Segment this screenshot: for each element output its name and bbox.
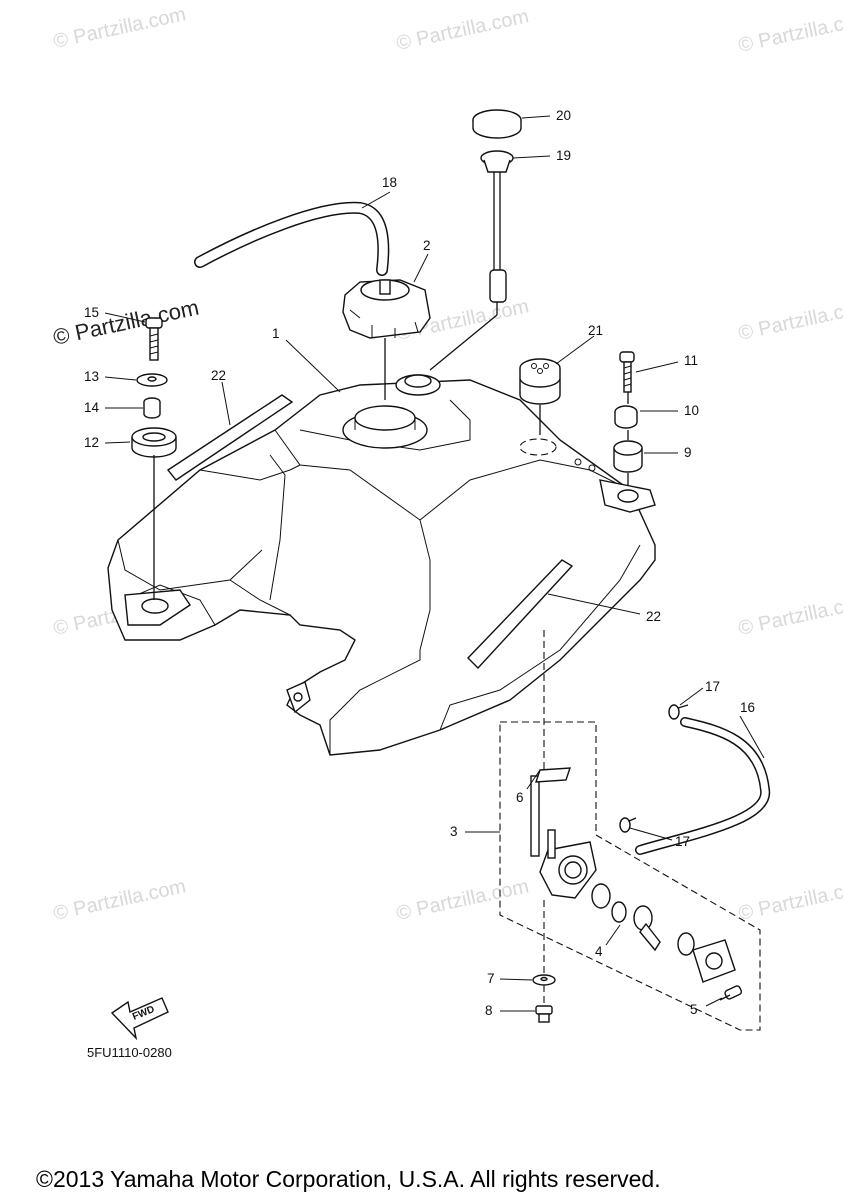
callout-12: 12 bbox=[84, 435, 99, 450]
callout-22-right: 22 bbox=[646, 609, 661, 624]
diagram-code: 5FU1110-0280 bbox=[87, 1045, 172, 1060]
lever[interactable] bbox=[633, 905, 661, 952]
callout-14: 14 bbox=[84, 400, 100, 415]
hose-clip[interactable] bbox=[619, 817, 637, 833]
gasket-plate[interactable] bbox=[692, 939, 736, 983]
watermark: © Partzilla.com bbox=[51, 3, 187, 53]
copyright-notice: ©2013 Yamaha Motor Corporation, U.S.A. A… bbox=[36, 1166, 661, 1192]
watermark-highlighted: © Partzilla.com bbox=[51, 295, 201, 350]
hose-clip[interactable] bbox=[668, 704, 689, 720]
callout-13: 13 bbox=[84, 369, 99, 384]
assembly-lines bbox=[153, 302, 629, 1005]
callout-17-top: 17 bbox=[705, 679, 720, 694]
forward-arrow-icon: FWD bbox=[110, 997, 169, 1041]
callout-1: 1 bbox=[272, 326, 280, 341]
callout-labels: 1 2 3 4 5 6 7 8 9 10 11 12 13 14 15 16 1… bbox=[84, 108, 755, 1018]
callout-18: 18 bbox=[382, 175, 397, 190]
fuel-tank[interactable] bbox=[107, 374, 656, 756]
screw[interactable] bbox=[719, 985, 743, 1001]
fuel-cock-assembly[interactable] bbox=[499, 721, 761, 1031]
callout-6: 6 bbox=[516, 790, 524, 805]
callout-21: 21 bbox=[588, 323, 603, 338]
watermark: © Partzilla.com bbox=[394, 5, 530, 55]
callout-4: 4 bbox=[595, 944, 603, 959]
watermark: © Partzilla.com bbox=[736, 590, 843, 640]
watermark: © Partzilla.com bbox=[736, 875, 843, 925]
callout-2: 2 bbox=[423, 238, 431, 253]
mount-bolt[interactable] bbox=[619, 351, 635, 393]
callout-5: 5 bbox=[690, 1002, 698, 1017]
callout-3: 3 bbox=[450, 824, 458, 839]
gauge-cover[interactable] bbox=[472, 109, 522, 139]
fuel-gauge[interactable] bbox=[480, 150, 514, 303]
tank-decal-strip[interactable] bbox=[166, 394, 294, 481]
watermark: © Partzilla.com bbox=[394, 875, 530, 925]
breather-hose[interactable] bbox=[194, 201, 390, 276]
leader-lines bbox=[104, 115, 765, 1012]
callout-19: 19 bbox=[556, 148, 571, 163]
tank-frame-line bbox=[269, 454, 286, 601]
mount-collar-left[interactable] bbox=[143, 397, 161, 419]
callout-20: 20 bbox=[556, 108, 571, 123]
fuel-cap[interactable] bbox=[342, 279, 431, 339]
callout-22-left: 22 bbox=[211, 368, 226, 383]
callout-9: 9 bbox=[684, 445, 692, 460]
drain-bolt[interactable] bbox=[535, 1005, 553, 1023]
watermark: © Partzilla.com bbox=[51, 875, 187, 925]
damper-rubber[interactable] bbox=[519, 358, 561, 405]
watermark: © Partzilla.com bbox=[736, 7, 843, 57]
mount-collar[interactable] bbox=[614, 405, 638, 429]
callout-11: 11 bbox=[684, 353, 698, 368]
callout-17-bottom: 17 bbox=[675, 834, 690, 849]
mount-bolt-left[interactable] bbox=[145, 317, 163, 361]
o-ring[interactable] bbox=[591, 883, 695, 956]
washer[interactable] bbox=[136, 373, 168, 387]
callout-15: 15 bbox=[84, 305, 99, 320]
callout-10: 10 bbox=[684, 403, 699, 418]
callout-7: 7 bbox=[487, 971, 495, 986]
callout-16: 16 bbox=[740, 700, 755, 715]
callout-8: 8 bbox=[485, 1003, 493, 1018]
watermark: © Partzilla.com bbox=[736, 295, 843, 345]
washer-drain[interactable] bbox=[532, 974, 556, 986]
fuel-hose[interactable] bbox=[635, 717, 771, 855]
mount-damper[interactable] bbox=[131, 427, 177, 458]
fuel-filter[interactable] bbox=[535, 767, 571, 783]
mount-grommet[interactable] bbox=[613, 440, 643, 473]
tank-decal-strip[interactable] bbox=[467, 559, 574, 670]
